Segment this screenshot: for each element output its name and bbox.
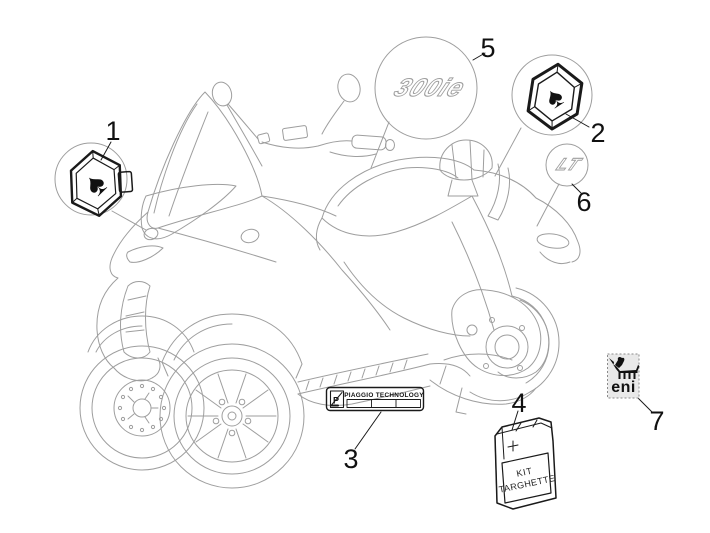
rear-wheel [469,287,560,402]
badge-300ie-text: 300ie [389,73,470,101]
balloon-2 [511,54,593,136]
balloon-1 [54,142,128,216]
callout-numbers: 1 2 3 4 5 6 7 [105,33,664,474]
handlebar [257,125,395,157]
front-fairing [96,184,391,382]
balloon-5 [374,36,478,140]
callout-4: 4 [511,388,526,418]
badge-lt-text: LT [553,155,585,174]
balloon2-pointer-line [494,127,522,177]
backrest [439,139,493,197]
tech-plate: P PIAGGIO TECHNOLOGY [325,386,425,412]
front-wheel-left [79,345,205,471]
leader-3 [354,411,382,450]
balloon-6 [545,143,589,187]
front-fenders [87,313,303,379]
callout-1: 1 [105,116,120,146]
left-mirror [211,81,259,140]
balloon6-pointer-line [536,183,560,227]
eni-wordmark: eni [611,379,636,396]
scooter-line-art [79,73,581,489]
piaggio-logo-icon: ♠ [539,80,569,115]
balloon5-pointer-line [370,121,390,169]
callout-2: 2 [590,118,605,148]
leader-6 [571,183,582,194]
tech-plate-title: PIAGGIO TECHNOLOGY [344,392,424,399]
balloon1-pointer-line [111,210,147,231]
callout-3: 3 [343,444,358,474]
leader-lines [100,52,653,450]
badge-lt: LT [553,155,586,175]
front-wheel-right [159,343,305,489]
tech-plate-logo-box [329,390,345,409]
callout-6: 6 [576,187,591,217]
kit-targhette-package: KIT TARGHETTE [494,417,557,510]
piaggio-logo-icon: ♠ [75,164,113,203]
leader-5 [472,52,486,61]
right-mirror [321,73,361,135]
callout-5: 5 [480,33,495,63]
leader-7 [636,396,653,413]
emblem-1-tab [117,170,134,193]
emblem-2-piaggio: ♠ [526,62,584,131]
seat [315,156,475,337]
badge-300ie: 300ie [389,73,471,102]
kit-label [501,452,552,504]
callout-7: 7 [649,406,664,436]
leader-4 [511,410,519,431]
eni-dog-icon [609,356,640,379]
floorboard [297,353,471,407]
kit-label-line1: KIT [515,466,533,479]
windshield [146,91,263,229]
tech-plate-fields [346,399,421,408]
eni-logo: eni [607,353,640,399]
leader-2 [565,113,590,128]
callout-balloons [54,36,593,216]
tech-plate-logo-letter: P [333,396,339,406]
tech-plate-logo-slash [331,392,343,406]
engine [429,289,542,415]
